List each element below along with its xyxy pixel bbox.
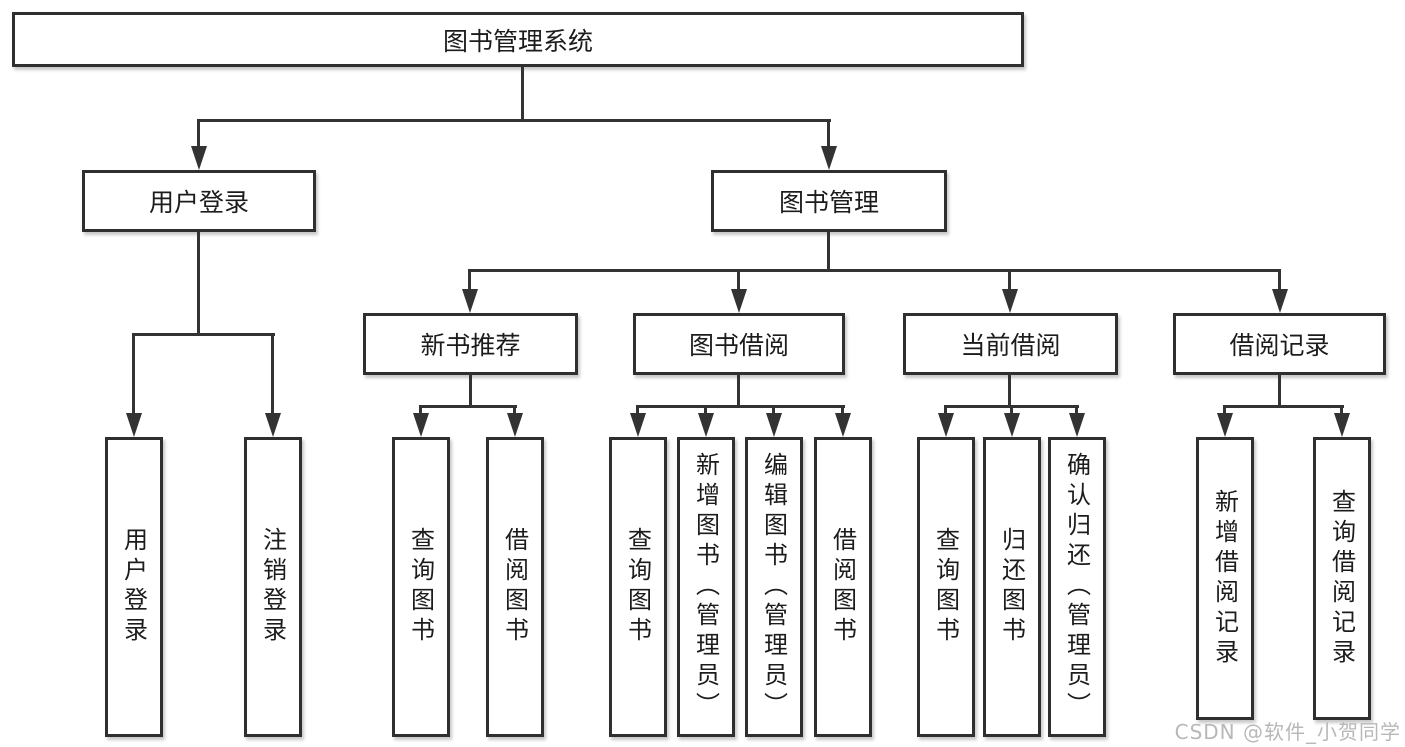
arrow-down-icon <box>1002 289 1018 313</box>
node-query-books-borrowing: 查询图书 <box>609 437 667 737</box>
arrow-down-icon <box>938 413 954 437</box>
connector-records-stem <box>1278 374 1281 408</box>
node-query-books-recommend: 查询图书 <box>392 437 450 737</box>
node-new-book-recommend: 新书推荐 <box>363 313 578 375</box>
node-add-borrow-record: 新增借阅记录 <box>1196 437 1254 720</box>
node-confirm-return-admin: 确认归还（管理员） <box>1048 437 1106 737</box>
connector-drop <box>1340 405 1343 415</box>
connector-drop <box>944 405 947 415</box>
arrow-down-icon <box>265 413 281 437</box>
watermark: CSDN @软件_小贺同学 <box>1174 720 1401 744</box>
arrow-down-icon <box>413 413 429 437</box>
connector-bookmgmt-rail <box>469 269 1281 272</box>
arrow-down-icon <box>191 146 207 170</box>
connector-drop <box>419 405 422 415</box>
connector-drop <box>1075 405 1078 415</box>
connector-drop <box>827 119 830 147</box>
connector-drop <box>513 405 516 415</box>
node-book-borrowing: 图书借阅 <box>633 313 845 375</box>
connector-current-stem <box>1008 374 1011 408</box>
node-add-books-admin: 新增图书（管理员） <box>677 437 735 737</box>
connector-drop <box>271 333 274 414</box>
arrow-down-icon <box>1334 413 1350 437</box>
node-query-borrow-record: 查询借阅记录 <box>1313 437 1371 720</box>
connector-drop <box>132 333 135 414</box>
connector-drop <box>737 269 740 291</box>
node-library-system: 图书管理系统 <box>12 12 1024 67</box>
connector-userlogin-rail <box>133 333 275 336</box>
arrow-down-icon <box>630 413 646 437</box>
connector-drop <box>1223 405 1226 415</box>
connector-drop <box>197 119 200 147</box>
connector-drop <box>841 405 844 415</box>
node-edit-books-admin: 编辑图书（管理员） <box>745 437 803 737</box>
connector-records-rail <box>1223 405 1344 408</box>
arrow-down-icon <box>462 289 478 313</box>
node-borrow-records: 借阅记录 <box>1173 313 1386 375</box>
arrow-down-icon <box>766 413 782 437</box>
connector-recommend-rail <box>419 405 517 408</box>
connector-drop <box>1010 405 1013 415</box>
node-current-borrowing: 当前借阅 <box>903 313 1118 375</box>
connector-drop <box>636 405 639 415</box>
arrow-down-icon <box>821 146 837 170</box>
node-return-books: 归还图书 <box>983 437 1041 737</box>
connector-drop <box>704 405 707 415</box>
connector-drop <box>1278 269 1281 291</box>
connector-userlogin-stem <box>197 232 200 335</box>
connector-drop <box>1008 269 1011 291</box>
connector-bookmgmt-stem <box>827 232 830 272</box>
arrow-down-icon <box>731 289 747 313</box>
connector-root-stem <box>521 67 524 120</box>
arrow-down-icon <box>1004 413 1020 437</box>
connector-drop <box>772 405 775 415</box>
arrow-down-icon <box>1069 413 1085 437</box>
arrow-down-icon <box>698 413 714 437</box>
connector-root-rail <box>198 119 831 122</box>
node-query-books-current: 查询图书 <box>917 437 975 737</box>
connector-borrowing-rail <box>636 405 845 408</box>
arrow-down-icon <box>507 413 523 437</box>
arrow-down-icon <box>835 413 851 437</box>
node-user-login-module: 用户登录 <box>82 170 316 232</box>
connector-drop <box>468 269 471 291</box>
arrow-down-icon <box>1217 413 1233 437</box>
arrow-down-icon <box>126 413 142 437</box>
node-borrow-books-recommend: 借阅图书 <box>486 437 544 737</box>
node-logout-action: 注销登录 <box>244 437 302 737</box>
node-user-login-action: 用户登录 <box>105 437 163 737</box>
connector-borrowing-stem <box>737 374 740 408</box>
arrow-down-icon <box>1272 289 1288 313</box>
node-book-management: 图书管理 <box>711 170 947 232</box>
node-borrow-books-action: 借阅图书 <box>814 437 872 737</box>
connector-recommend-stem <box>469 374 472 408</box>
